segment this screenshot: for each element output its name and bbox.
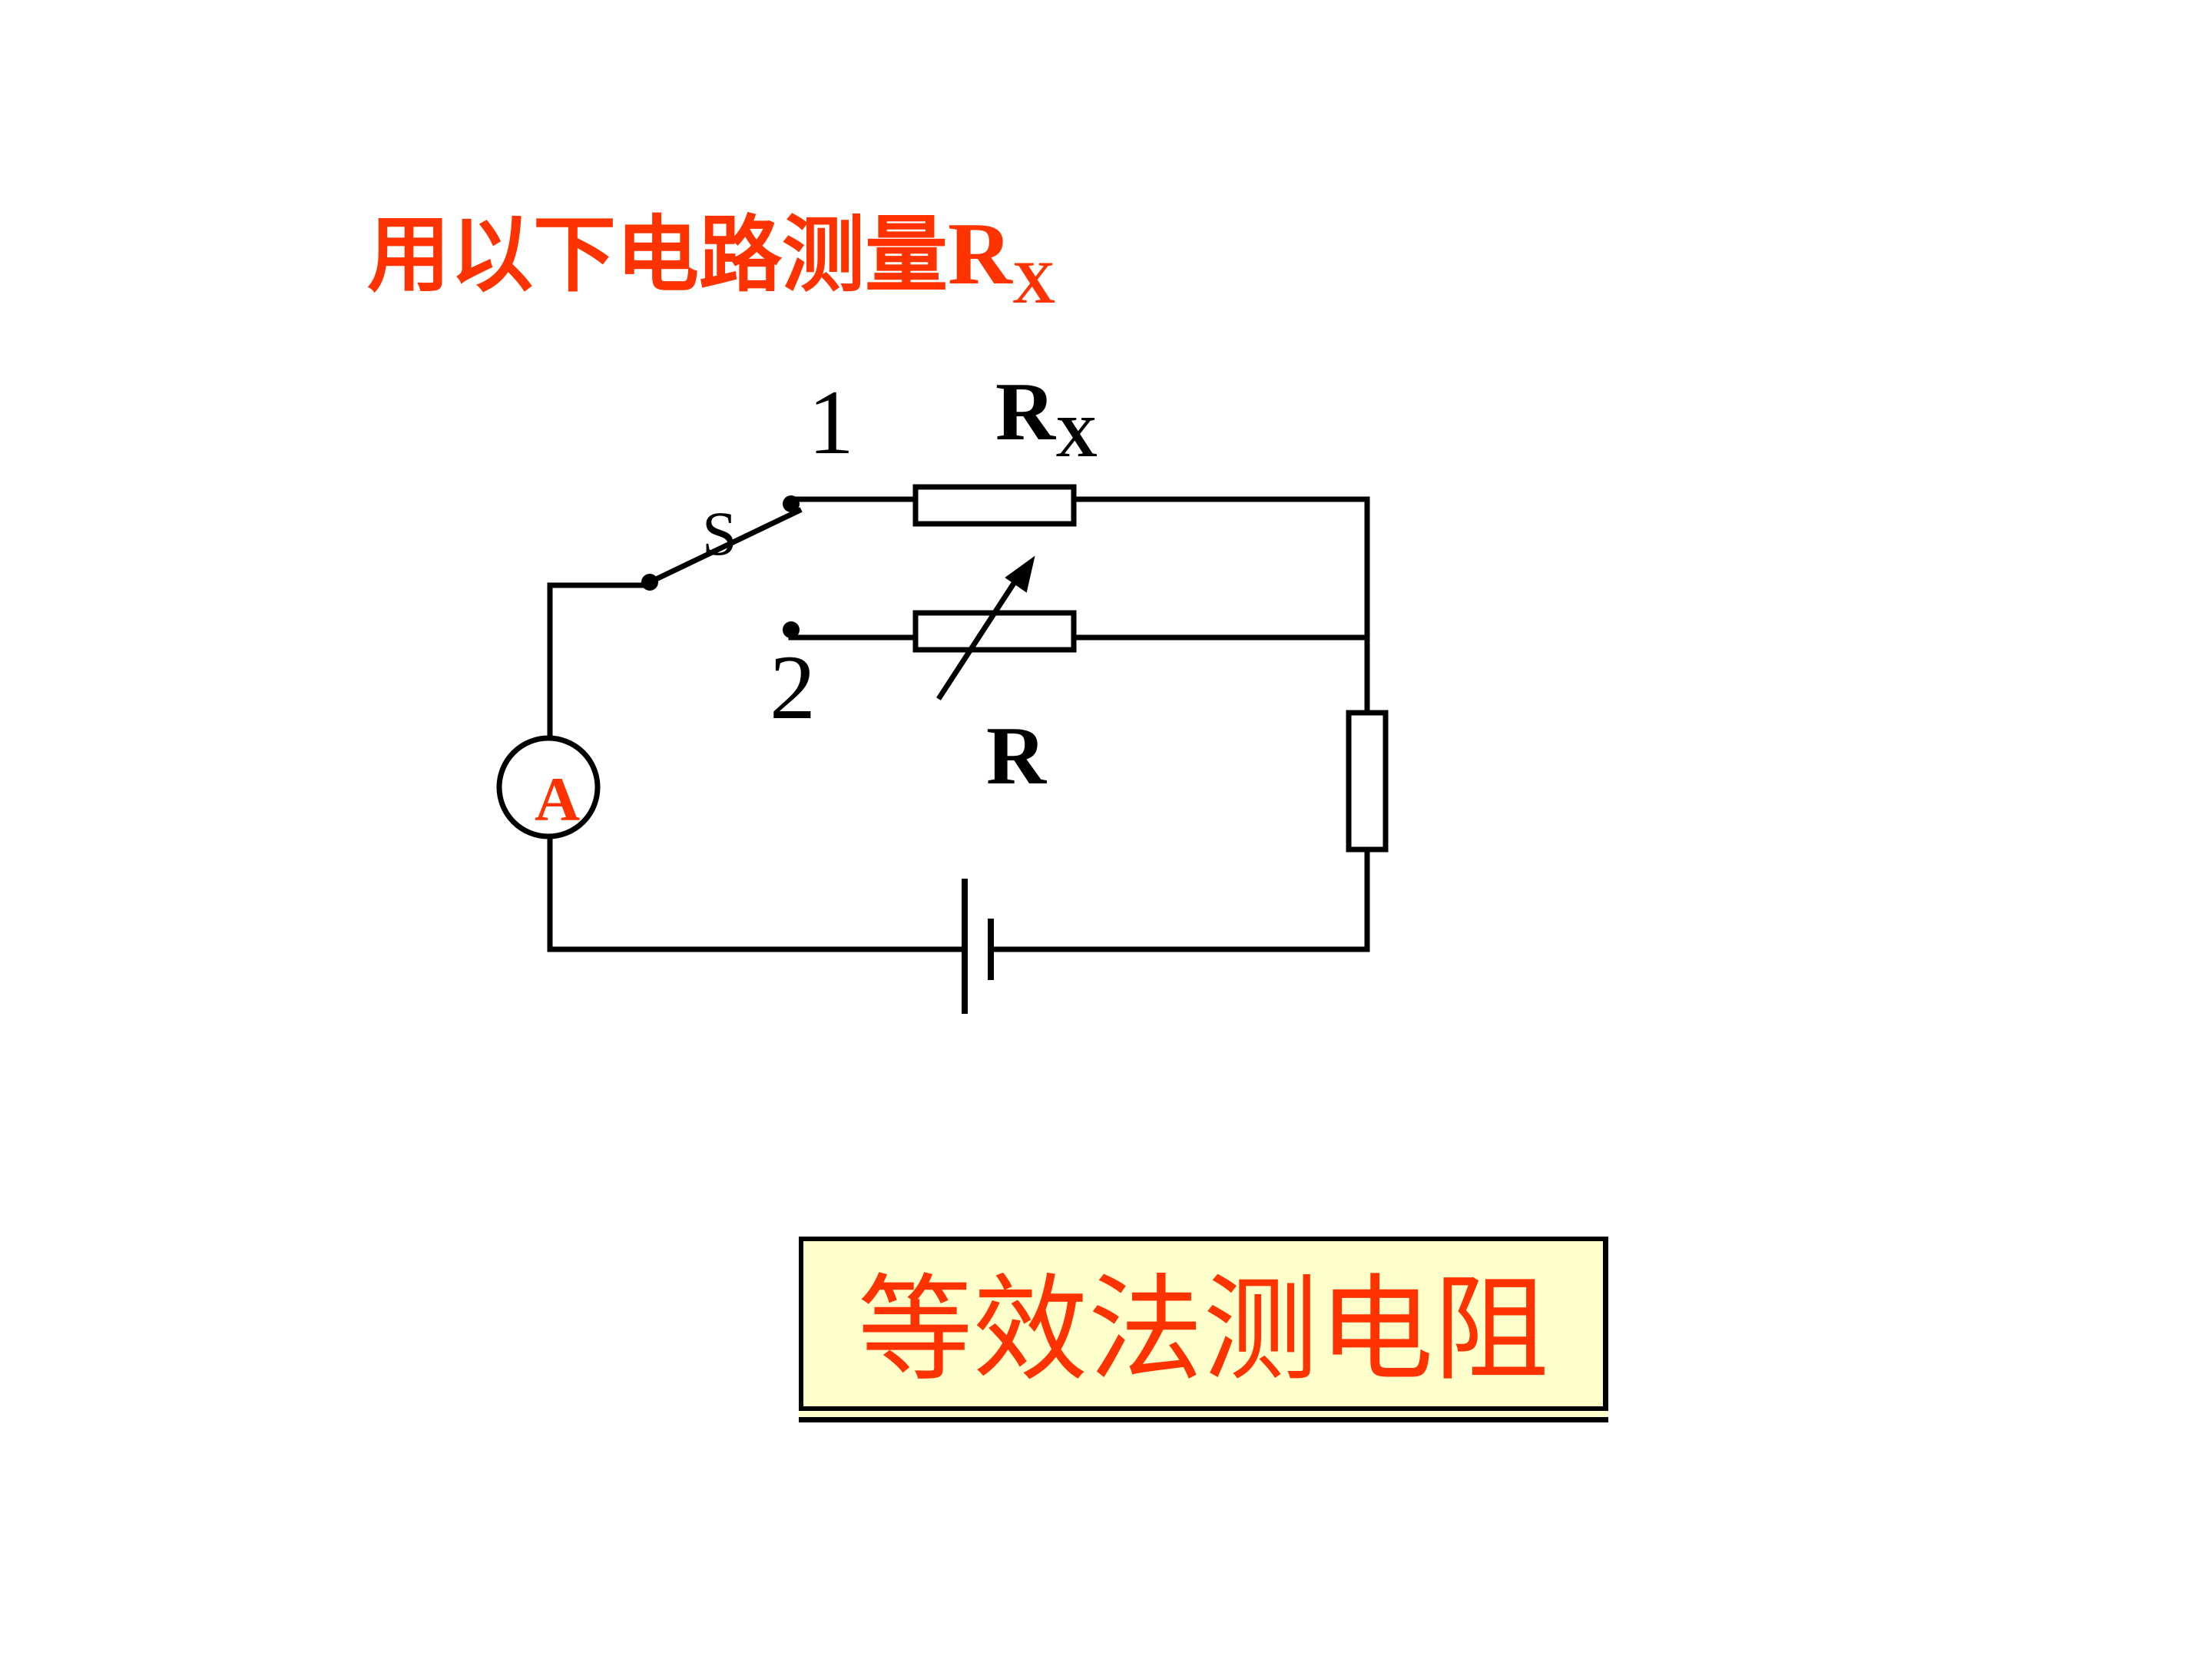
terminal-2-label: 2 — [770, 636, 816, 738]
ammeter-circle — [496, 735, 601, 839]
title-symbol-main: R — [948, 205, 1012, 303]
title-symbol-sub: X — [1012, 248, 1056, 316]
answer-box-double-border — [799, 1406, 1608, 1422]
title-text: 用以下电路测量 — [367, 207, 949, 303]
answer-box: 等效法测电阻 — [799, 1237, 1608, 1422]
rx-label-main: R — [995, 366, 1056, 458]
switch-label: S — [702, 498, 737, 568]
title-symbol: RX — [948, 205, 1055, 316]
page-title: 用以下电路测量RX — [367, 201, 1055, 319]
rheostat-body — [912, 610, 1077, 653]
terminal-1-dot — [783, 495, 800, 512]
switch-pivot-dot — [641, 574, 658, 591]
switch-blade — [646, 507, 803, 586]
resistor-fixed — [1346, 710, 1389, 853]
terminal-1-label: 1 — [808, 371, 854, 473]
answer-text: 等效法测电阻 — [857, 1263, 1549, 1397]
resistor-rx — [912, 484, 1077, 527]
rx-label: RX — [995, 366, 1098, 469]
rheostat-arrow-shaft — [936, 570, 1024, 700]
rx-label-sub: X — [1055, 405, 1098, 469]
ammeter-label: A — [535, 764, 580, 834]
rheostat-arrow-head — [1005, 555, 1035, 593]
terminal-2-dot — [783, 621, 800, 638]
rheostat-label: R — [986, 710, 1047, 802]
